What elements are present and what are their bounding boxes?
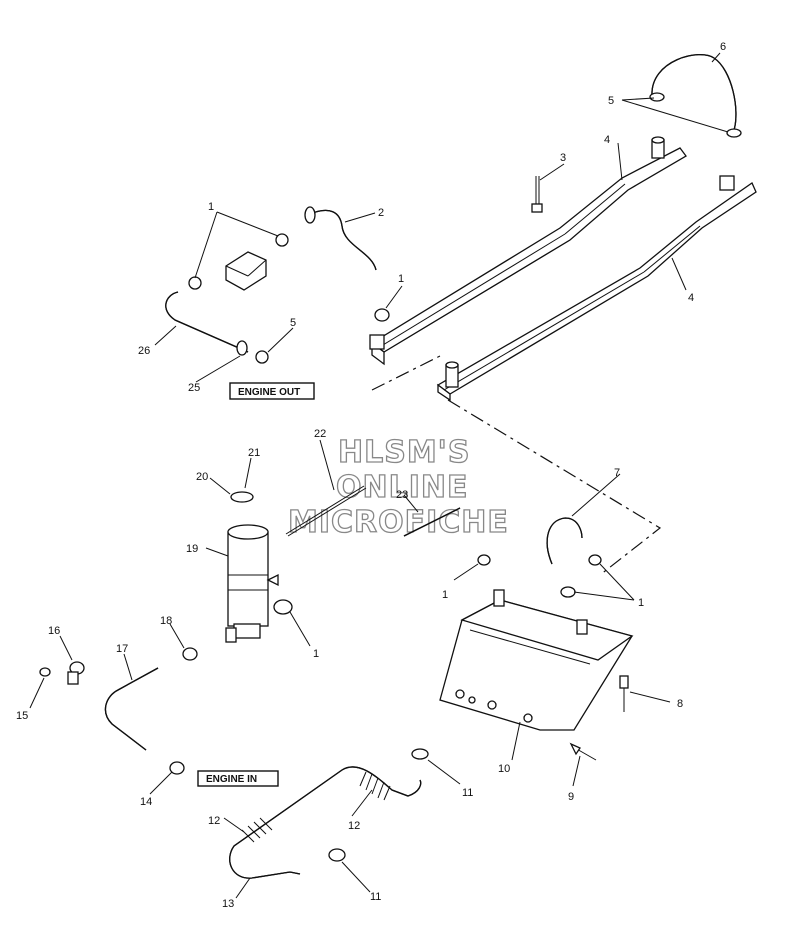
callout-11a: 11: [462, 787, 473, 799]
callout-11b: 11: [370, 891, 381, 903]
callout-10: 10: [498, 763, 510, 775]
callout-2: 2: [378, 207, 384, 219]
callout-1b: 1: [398, 273, 404, 285]
clamps-engine-out: [188, 233, 390, 364]
callout-4b: 4: [688, 292, 694, 304]
clamp-11a: [411, 748, 429, 760]
clamp-18: [182, 647, 198, 661]
callout-19: 19: [186, 543, 198, 555]
watermark-line-3: MICROFICHE: [288, 505, 509, 540]
callout-8: 8: [677, 698, 683, 710]
callout-1a: 1: [208, 201, 214, 213]
watermark: HLSM'S ONLINE MICROFICHE: [287, 434, 509, 540]
leader-lines: [29, 52, 729, 899]
engine-in-label-box: [197, 770, 279, 787]
callout-1e: 1: [638, 597, 644, 609]
hose-bypass: [403, 507, 461, 537]
callout-26: 26: [138, 345, 150, 357]
hose-engine-in-elbow: [104, 667, 159, 751]
callout-4a: 4: [604, 134, 610, 146]
engine-out-label: ENGINE OUT: [238, 387, 300, 398]
callout-21: 21: [248, 447, 260, 459]
clamp-7a: [588, 554, 602, 566]
callout-6: 6: [720, 41, 726, 53]
heat-shield-plate: [439, 589, 634, 731]
hose-upper-loop: [649, 54, 742, 138]
callout-7: 7: [614, 467, 620, 479]
hose-engine-out-elbow: [165, 291, 249, 356]
coolant-reservoir: [225, 491, 279, 643]
callout-3: 3: [560, 152, 566, 164]
fitting-tee: [225, 251, 267, 291]
bolt: [531, 176, 543, 213]
corrugation-12b: [359, 771, 391, 801]
callout-13: 13: [222, 898, 234, 910]
callout-20: 20: [196, 471, 208, 483]
callout-15: 15: [16, 710, 28, 722]
callout-14: 14: [140, 796, 152, 808]
callout-18: 18: [160, 615, 172, 627]
screw: [569, 742, 597, 761]
heat-exchanger-upper: [369, 136, 687, 366]
clamp-reservoir: [273, 599, 293, 615]
hose-long-13: [229, 766, 422, 879]
callout-1d: 1: [442, 589, 448, 601]
hose-s-bend: [304, 206, 377, 271]
callout-9: 9: [568, 791, 574, 803]
callout-17: 17: [116, 643, 128, 655]
callout-25: 25: [188, 382, 200, 394]
clamp-7b: [560, 586, 576, 598]
hose-bleed: [285, 485, 367, 537]
watermark-line-2: ONLINE: [336, 470, 469, 505]
clamp-bypass: [477, 554, 491, 566]
callout-1c: 1: [313, 648, 319, 660]
callout-23: 23: [396, 489, 408, 501]
engine-in-label: ENGINE IN: [206, 774, 257, 785]
watermark-line-1: HLSM'S: [338, 435, 470, 470]
washer-15: [39, 667, 51, 677]
engine-out-label-box: [229, 382, 315, 400]
callout-5b: 5: [290, 317, 296, 329]
callout-16: 16: [48, 625, 60, 637]
callout-12a: 12: [208, 815, 220, 827]
clamp-14: [169, 761, 185, 775]
callout-5a: 5: [608, 95, 614, 107]
rivet: [619, 675, 629, 712]
callout-22: 22: [314, 428, 326, 440]
bracket-16: [67, 661, 85, 685]
heat-exchanger-lower: [436, 175, 757, 402]
reference-dash-line: [371, 355, 662, 576]
hose-elbow-7: [546, 517, 583, 565]
clamp-11b: [328, 848, 346, 862]
callouts: 1 1 1 1 1 2 3 4 4 5 5 6 7 8 9 10 11 11 1…: [16, 41, 726, 910]
callout-12b: 12: [348, 820, 360, 832]
